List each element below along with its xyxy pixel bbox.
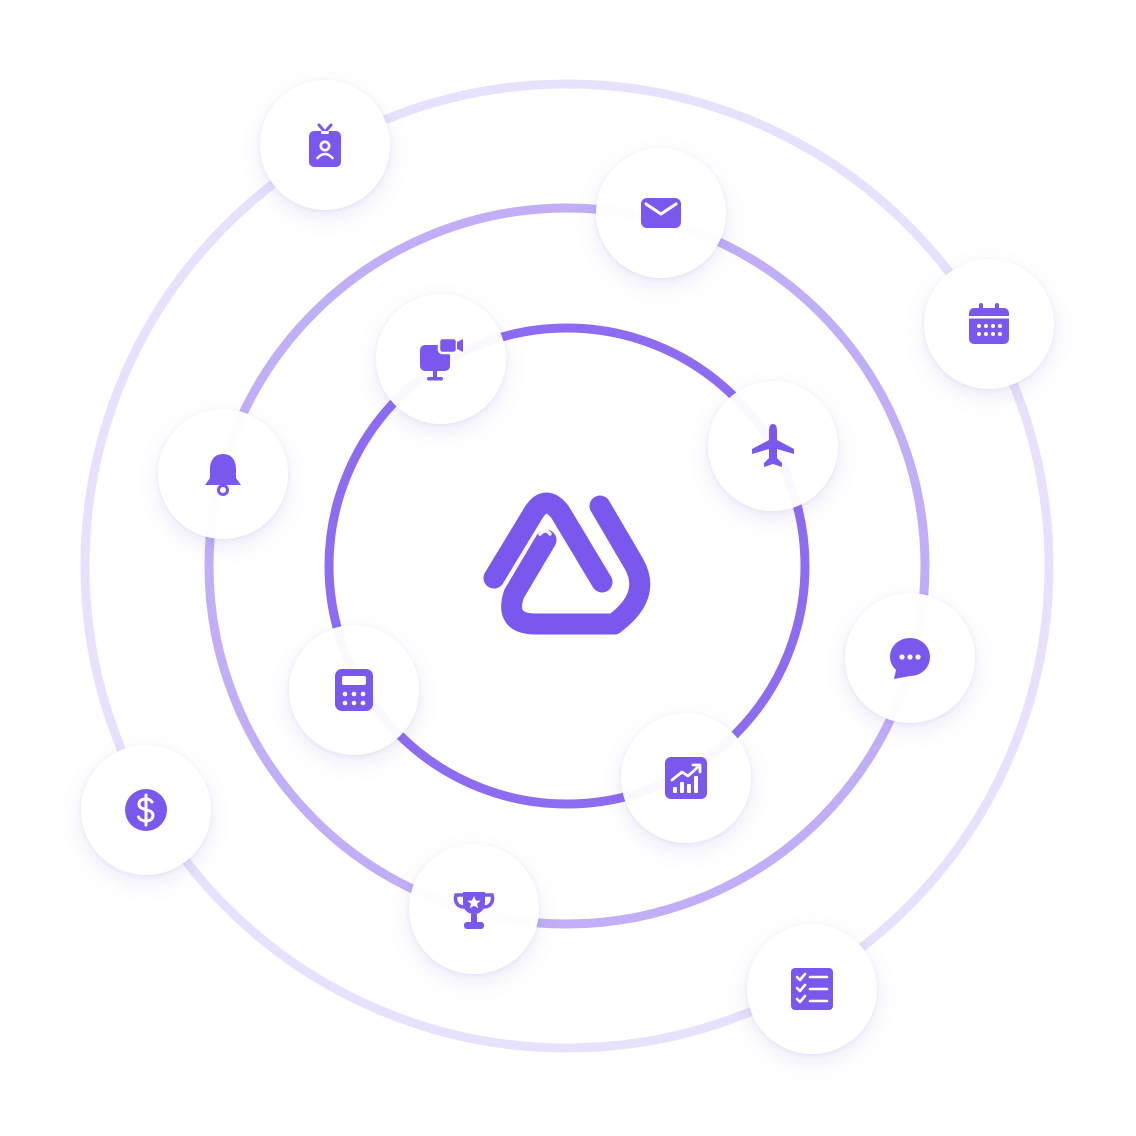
video-conference-icon — [420, 336, 463, 381]
video-conference-node[interactable] — [376, 294, 506, 424]
bell-icon — [205, 454, 241, 496]
calendar-icon — [969, 303, 1009, 344]
mail-node[interactable] — [596, 148, 726, 278]
inner-orbit-ring — [324, 323, 810, 809]
outer-orbit-ring — [80, 79, 1054, 1053]
calculator-icon — [335, 669, 373, 711]
checklist-icon — [791, 968, 833, 1010]
id-badge-node[interactable] — [260, 80, 390, 210]
chat-bubble-node[interactable] — [845, 593, 975, 723]
growth-chart-node[interactable] — [621, 713, 751, 843]
airplane-node[interactable] — [708, 381, 838, 511]
bell-node[interactable] — [158, 409, 288, 539]
dollar-node[interactable] — [81, 745, 211, 875]
trophy-icon — [453, 892, 495, 929]
dollar-icon — [125, 789, 167, 831]
growth-chart-icon — [665, 757, 707, 799]
airplane-icon — [752, 424, 794, 467]
checklist-node[interactable] — [747, 924, 877, 1054]
calculator-node[interactable] — [289, 625, 419, 755]
calendar-node[interactable] — [924, 259, 1054, 389]
trophy-node[interactable] — [409, 844, 539, 974]
id-badge-icon — [309, 123, 341, 167]
mail-icon — [641, 198, 681, 228]
triangle-loop-logo — [483, 492, 651, 635]
middle-orbit-ring — [204, 203, 930, 929]
chat-bubble-icon — [890, 638, 930, 679]
